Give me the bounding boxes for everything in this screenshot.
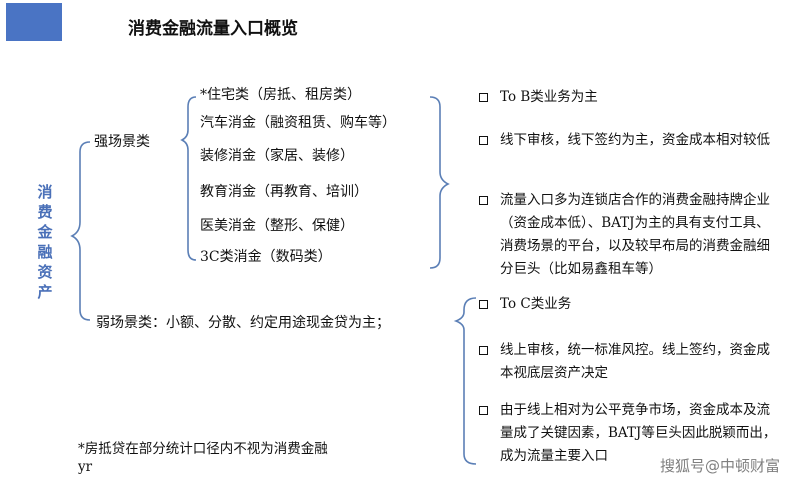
strong-note-1-checkbox	[479, 93, 488, 102]
strong-item-3c: 3C类消金（数码类）	[200, 249, 332, 265]
strong-item-housing: *住宅类（房抵、租房类）	[200, 87, 361, 103]
weak-note-3: 由于线上相对为公平竞争市场，资金成本及流量成了关键因素，BATJ等巨头因此脱颖而…	[500, 402, 777, 464]
weak-note-3-checkbox	[479, 406, 488, 415]
page-title: 消费金融流量入口概览	[128, 19, 298, 39]
header-accent-block	[6, 3, 62, 41]
strong-note-2-checkbox	[479, 136, 488, 145]
weak-note-1: To C类业务	[500, 296, 572, 312]
strong-item-renovation: 装修消金（家居、装修）	[200, 148, 354, 164]
strong-note-3: 流量入口多为连锁店合作的消费金融持牌企业（资金成本低）、BATJ为主的具有支付工…	[500, 192, 770, 277]
strong-item-medical: 医美消金（整形、保健）	[200, 218, 354, 234]
strong-item-education: 教育消金（再教育、培训）	[200, 184, 368, 200]
weak-notes-brace	[453, 297, 477, 465]
weak-note-1-checkbox	[479, 300, 488, 309]
weak-note-2: 线上审核，统一标准风控。线上签约，资金成本视底层资产决定	[500, 342, 770, 381]
root-brace	[70, 141, 91, 321]
strong-items-brace	[180, 96, 197, 261]
footnote-tail: yr	[78, 459, 93, 475]
watermark: 搜狐号@中顿财富	[660, 457, 781, 475]
root-node-label: 消费金融资产	[37, 183, 53, 301]
weak-note-2-checkbox	[479, 346, 488, 355]
strong-note-1: To B类业务为主	[500, 89, 598, 105]
strong-item-auto: 汽车消金（融资租赁、购车等）	[200, 115, 396, 131]
strong-scenario-label: 强场景类	[94, 134, 150, 150]
strong-notes-brace	[429, 96, 450, 269]
strong-note-3-checkbox	[479, 196, 488, 205]
weak-scenario-label: 弱场景类：小额、分散、约定用途现金贷为主；	[96, 315, 390, 331]
strong-note-2: 线下审核，线下签约为主，资金成本相对较低	[500, 132, 770, 148]
footnote: *房抵贷在部分统计口径内不视为消费金融	[78, 441, 328, 457]
